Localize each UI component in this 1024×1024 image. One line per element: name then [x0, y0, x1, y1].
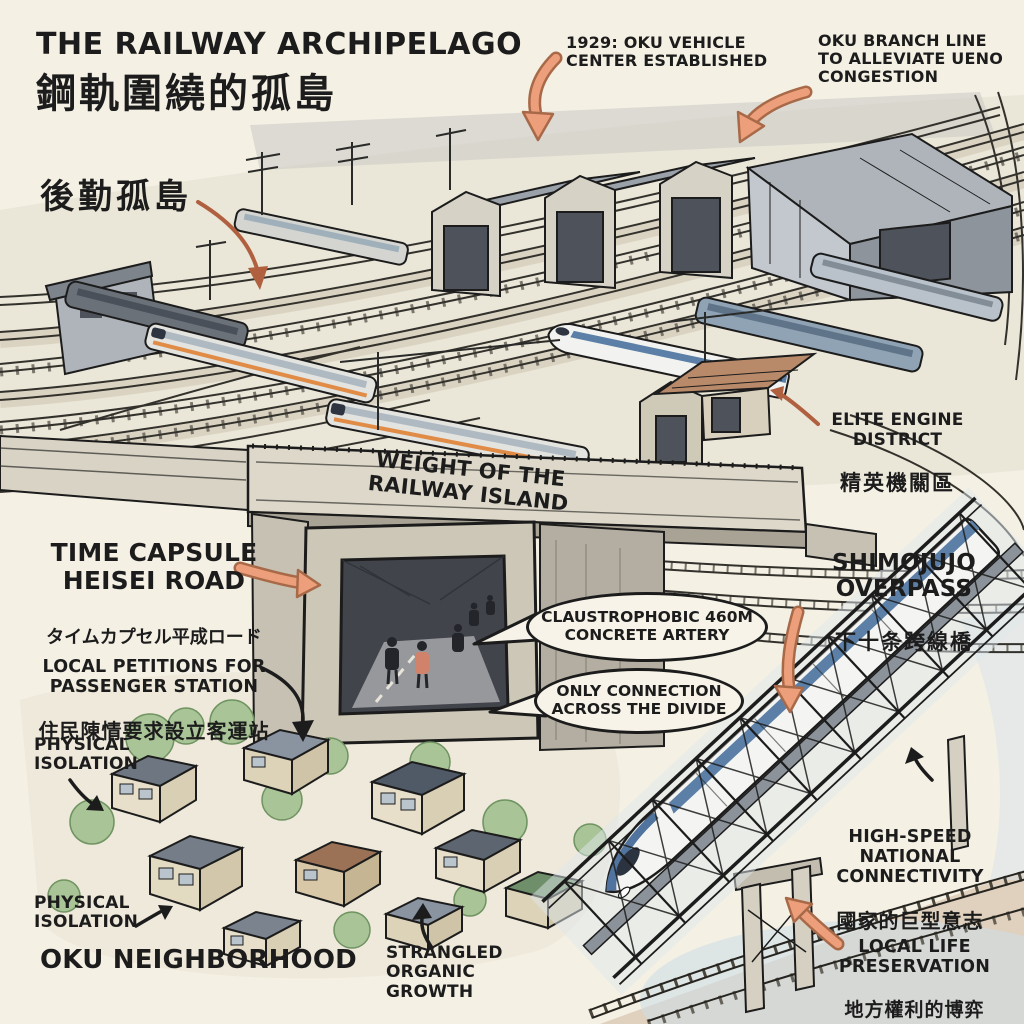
blue-train [694, 296, 924, 373]
annotation-shimojujo: SHIMOJUJO OVERPASS 下十条跨線橋 [798, 524, 1010, 681]
houses [109, 728, 585, 968]
annotation-elite-engine: ELITE ENGINE DISTRICT 精英機關區 [795, 392, 1000, 515]
elite-engine-en: ELITE ENGINE DISTRICT [831, 410, 964, 450]
time-capsule-ja: タイムカプセル平成ロード [46, 627, 262, 648]
annotation-oku-neighborhood: OKU NEIGHBORHOOD [40, 945, 357, 975]
annotation-branch-line: OKU BRANCH LINE TO ALLEVIATE UENO CONGES… [818, 31, 1003, 87]
local-life-en: LOCAL LIFE PRESERVATION [838, 936, 991, 977]
silver-train [233, 208, 409, 266]
annotation-time-capsule: TIME CAPSULE HEISEI ROAD タイムカプセル平成ロード [38, 510, 270, 677]
neighborhood [47, 699, 607, 968]
bottomright-tracks [588, 870, 1024, 1024]
time-capsule-en: TIME CAPSULE HEISEI ROAD [50, 537, 258, 595]
petitions-en: LOCAL PETITIONS FOR PASSENGER STATION [42, 656, 266, 697]
engine-district-buildings [639, 352, 818, 474]
orange-arrow-icons [233, 51, 845, 951]
annotation-high-speed: HIGH-SPEED NATIONAL CONNECTIVITY 國家的巨型意志 [803, 808, 1017, 952]
annotation-petitions: LOCAL PETITIONS FOR PASSENGER STATION 住民… [34, 638, 274, 762]
railway-yard [0, 91, 1024, 706]
yard-trains [64, 208, 1004, 706]
petitions-zh: 住民陳情要求設立客運站 [38, 718, 270, 743]
pedestrians [385, 595, 495, 689]
shimojujo-zh: 下十条跨線橋 [835, 629, 973, 654]
annotation-strangled-growth: STRANGLED ORGANIC GROWTH [386, 943, 503, 1002]
annotation-local-life: LOCAL LIFE PRESERVATION 地方權利的博弈 [812, 918, 1017, 1024]
page-title-zh: 鋼軌圍繞的孤島 [36, 71, 337, 117]
annotation-physical-isolation-upper: PHYSICAL ISOLATION [34, 735, 139, 775]
annotation-arrows [68, 51, 934, 951]
truss-viaduct [529, 487, 1024, 1014]
sketch-arrow-icons [196, 200, 820, 426]
annotation-physical-isolation-lower: PHYSICAL ISOLATION [34, 893, 139, 933]
annotation-vehicle-center: 1929: OKU VEHICLE CENTER ESTABLISHED [566, 33, 768, 71]
bridge-piers [732, 734, 970, 1014]
high-speed-en: HIGH-SPEED NATIONAL CONNECTIVITY [836, 826, 984, 887]
speech-bubble-connection: ONLY CONNECTION ACROSS THE DIVIDE [534, 668, 744, 734]
depot-sheds [431, 132, 1013, 302]
speech-bubble-claustrophobic: CLAUSTROPHOBIC 460M CONCRETE ARTERY [526, 592, 768, 662]
high-speed-zh: 國家的巨型意志 [836, 908, 984, 933]
elite-engine-zh: 精英機關區 [840, 470, 955, 495]
silver-train [809, 252, 1004, 322]
local-life-zh: 地方權利的博弈 [844, 998, 985, 1021]
commuter-train-orange [144, 322, 378, 404]
shimojujo-en: SHIMOJUJO OVERPASS [832, 550, 976, 603]
page-title-en: THE RAILWAY ARCHIPELAGO [36, 27, 523, 62]
annotation-logistics-island: 後勤孤島 [40, 177, 192, 217]
